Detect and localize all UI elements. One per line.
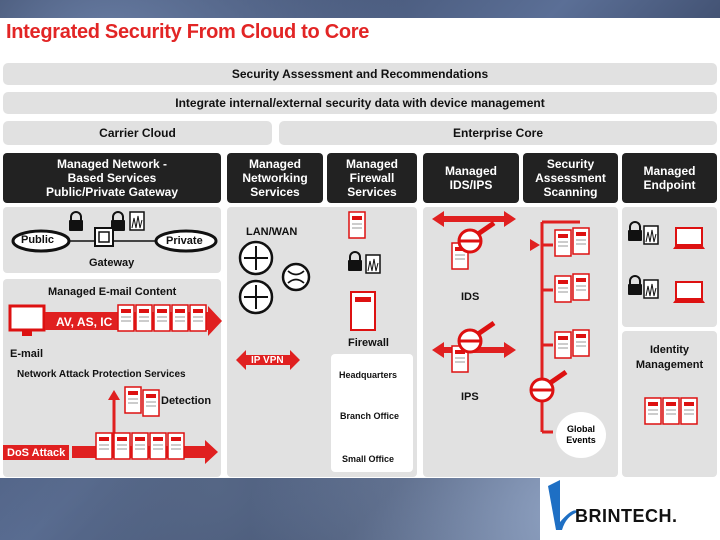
integrate-bar: Integrate internal/external security dat…: [3, 92, 717, 114]
ip-vpn-label: IP VPN: [251, 355, 284, 366]
enterprise-core-bar: Enterprise Core: [279, 121, 717, 145]
lan-wan-label: LAN/WAN: [246, 226, 298, 238]
ids-label: IDS: [461, 291, 480, 303]
header-endpoint: Managed Endpoint: [622, 153, 717, 203]
header-firewall: Managed Firewall Services: [327, 153, 417, 203]
header-line: Managed: [643, 164, 696, 178]
header-line: Managed: [444, 164, 497, 178]
header-line: Networking: [242, 171, 308, 185]
identity-line: Management: [635, 359, 704, 371]
ips-label: IPS: [461, 391, 479, 403]
av-as-ic-label: AV, AS, IC: [52, 314, 117, 329]
header-line: Managed: [248, 157, 301, 171]
dos-attack-label: DoS Attack: [3, 445, 70, 460]
branch-office-label: Branch Office: [340, 411, 400, 421]
header-networking: Managed Networking Services: [227, 153, 323, 203]
carrier-cloud-bar: Carrier Cloud: [3, 121, 272, 145]
ids-arrow: [432, 211, 516, 227]
email-content-label: Managed E-mail Content: [48, 286, 177, 298]
brand-area: [540, 478, 720, 540]
header-line: Services: [250, 185, 300, 199]
identity-management-label: Identity Management: [622, 343, 717, 373]
router-icon: [238, 279, 274, 315]
firewall-server-icon: [350, 291, 376, 331]
header-ids-ips: Managed IDS/IPS: [423, 153, 519, 203]
detection-label: Detection: [161, 395, 212, 407]
page-title: Integrated Security From Cloud to Core: [6, 21, 370, 43]
headquarters-label: Headquarters: [339, 370, 398, 380]
assessment-bar: Security Assessment and Recommendations: [3, 63, 717, 85]
gateway-label: Gateway: [89, 257, 135, 269]
firewall-label: Firewall: [348, 337, 389, 349]
vpn-arrow: [236, 350, 300, 370]
office-list-box: [331, 354, 413, 472]
header-line: Endpoint: [643, 178, 696, 192]
header-line: Public/Private Gateway: [45, 185, 179, 199]
switch-icon: [281, 262, 311, 292]
email-monitor-icon: [8, 304, 46, 336]
detection-arrow: [108, 390, 120, 400]
header-line: Scanning: [543, 185, 598, 199]
router-icon: [238, 240, 274, 276]
header-line: Security: [546, 157, 595, 171]
header-scanning: Security Assessment Scanning: [523, 153, 618, 203]
public-label: Public: [21, 234, 55, 246]
scan-branches: [542, 220, 580, 434]
header-line: Assessment: [535, 171, 606, 185]
header-line: Firewall: [349, 171, 395, 185]
global-events-label: Global Events: [566, 424, 596, 445]
header-line: Managed: [345, 157, 398, 171]
private-label: Private: [166, 235, 203, 247]
gateway-icon: [94, 227, 114, 247]
email-label: E-mail: [10, 348, 44, 360]
header-line: Managed Network -: [56, 157, 167, 171]
global-events-badge: Global Events: [556, 412, 606, 458]
identity-line: Identity: [649, 344, 690, 356]
header-line: Services: [347, 185, 397, 199]
public-cloud-icon: [11, 229, 71, 253]
small-office-label: Small Office: [342, 454, 395, 464]
network-attack-label: Network Attack Protection Services: [17, 369, 186, 380]
header-line: Based Services: [67, 171, 157, 185]
brand-name: BRINTECH.: [575, 506, 678, 526]
header-line: IDS/IPS: [449, 178, 493, 192]
header-managed-network: Managed Network - Based Services Public/…: [3, 153, 221, 203]
